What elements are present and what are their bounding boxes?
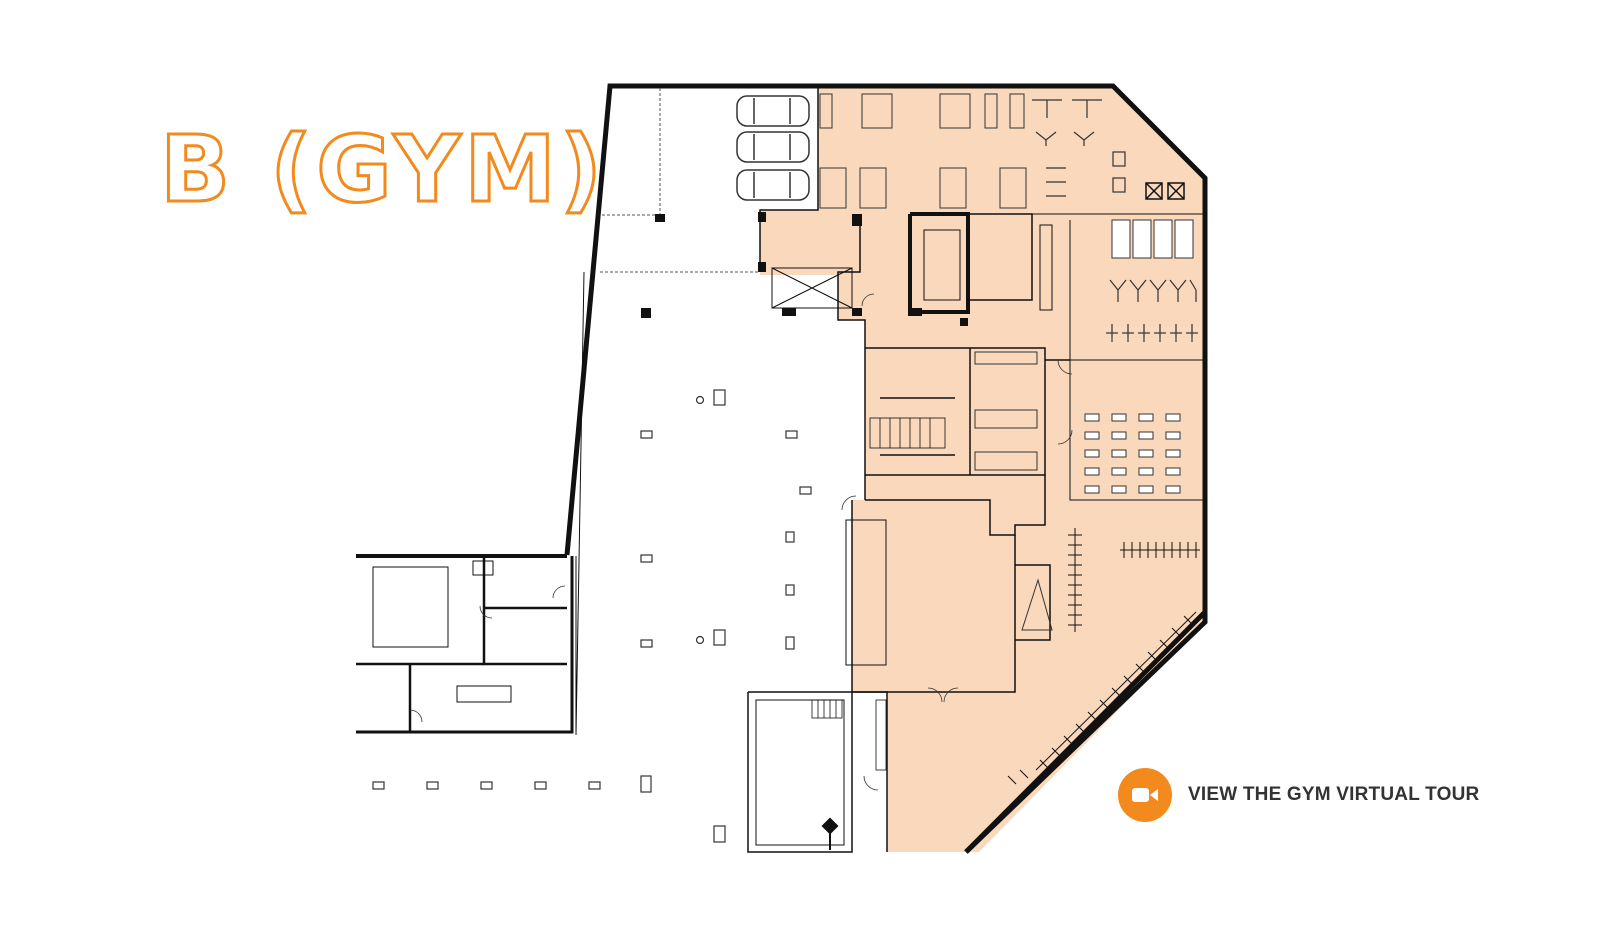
ramp — [771, 267, 853, 309]
stairs — [811, 417, 946, 771]
exercise-mats — [1084, 413, 1181, 494]
bikes — [1109, 279, 1197, 302]
video-camera-icon[interactable] — [1118, 768, 1172, 822]
virtual-tour-link[interactable]: VIEW THE GYM VIRTUAL TOUR — [1118, 768, 1479, 822]
outer-wall — [564, 83, 1208, 854]
columns — [372, 389, 812, 843]
boxes — [1145, 182, 1185, 200]
locker-banks — [819, 93, 1038, 471]
level-title: B (GYM) — [159, 116, 606, 223]
weight-machines — [1032, 99, 1126, 197]
virtual-tour-label[interactable]: VIEW THE GYM VIRTUAL TOUR — [1188, 784, 1480, 805]
interior-walls — [747, 88, 1205, 853]
parked-cars — [736, 95, 810, 201]
annex-bottom-wall — [356, 556, 574, 734]
treadmills — [1111, 219, 1194, 259]
doors — [409, 293, 1073, 791]
rowers — [1106, 324, 1198, 342]
spin-bike-rows — [1007, 528, 1200, 785]
annex-rooms — [356, 556, 567, 732]
entrance-marker — [821, 817, 839, 835]
